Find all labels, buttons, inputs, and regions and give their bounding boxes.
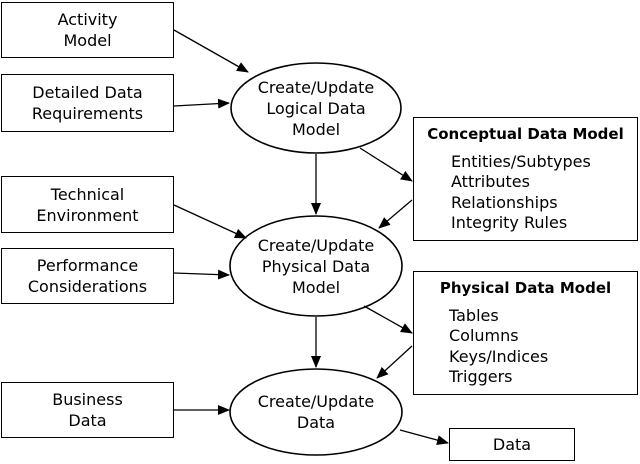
data-output-label: Data <box>492 435 532 454</box>
conceptual-data-model-items: Entities/Subtypes Attributes Relationshi… <box>414 152 637 234</box>
activity-model-box: Activity Model <box>1 2 174 58</box>
data-process-line-1: Create/Update <box>257 392 375 411</box>
data-process-ellipse <box>229 368 403 456</box>
logical-process-line-3: Model <box>291 119 341 139</box>
data-output-box: Data <box>449 428 575 461</box>
conceptual-item-relationships: Relationships <box>451 192 558 212</box>
physical-item-tables: Tables <box>449 305 499 325</box>
physical-item-keys-indices: Keys/Indices <box>449 346 549 366</box>
arrow-physical-to-physical-model <box>363 305 413 334</box>
physical-data-model-items: Tables Columns Keys/Indices Triggers <box>414 306 637 388</box>
activity-model-line-1: Activity <box>57 10 118 29</box>
conceptual-item-entities: Entities/Subtypes <box>451 151 591 171</box>
arrow-technical-to-physical <box>173 204 247 239</box>
data-process-line-2: Data <box>296 413 336 432</box>
arrow-conceptual-to-physical <box>378 199 413 229</box>
logical-process-ellipse <box>230 62 402 154</box>
business-data-line-1: Business <box>52 390 123 409</box>
performance-considerations-line-2: Considerations <box>27 277 148 296</box>
conceptual-item-attributes: Attributes <box>451 172 530 191</box>
performance-considerations-line-1: Performance <box>36 256 139 275</box>
activity-model-line-2: Model <box>63 31 112 50</box>
logical-process-line-1: Create/Update <box>257 77 375 97</box>
physical-data-model-box: Physical Data Model Tables Columns Keys/… <box>413 271 638 395</box>
technical-environment-box: Technical Environment <box>1 176 174 233</box>
physical-process-line-3: Model <box>291 277 341 297</box>
business-data-box: Business Data <box>1 382 174 438</box>
physical-process-label: Create/Update Physical Data Model <box>230 216 402 316</box>
conceptual-data-model-box: Conceptual Data Model Entities/Subtypes … <box>413 117 638 241</box>
detailed-data-requirements-line-2: Requirements <box>31 104 144 123</box>
arrow-logical-to-conceptual <box>359 147 413 182</box>
conceptual-data-model-title: Conceptual Data Model <box>427 125 624 143</box>
technical-environment-line-2: Environment <box>36 205 139 225</box>
physical-process-line-1: Create/Update <box>257 235 375 255</box>
technical-environment-line-1: Technical <box>50 184 125 204</box>
arrow-data-process-to-output <box>399 429 449 445</box>
conceptual-item-integrity-rules: Integrity Rules <box>451 213 568 232</box>
arrow-physical-model-to-data-process <box>376 345 413 379</box>
physical-process-line-2: Physical Data <box>261 256 371 276</box>
detailed-data-requirements-box: Detailed Data Requirements <box>1 74 174 132</box>
data-process-label: Create/Update Data <box>230 369 402 455</box>
physical-item-columns: Columns <box>449 326 519 345</box>
logical-process-line-2: Logical Data <box>266 98 366 118</box>
logical-process-label: Create/Update Logical Data Model <box>231 63 401 153</box>
arrow-requirements-to-logical <box>173 98 230 109</box>
physical-data-model-title: Physical Data Model <box>439 279 612 297</box>
physical-process-ellipse <box>229 215 403 317</box>
performance-considerations-box: Performance Considerations <box>1 248 174 304</box>
arrow-performance-to-physical <box>173 269 230 280</box>
business-data-line-2: Data <box>68 411 107 430</box>
detailed-data-requirements-line-1: Detailed Data <box>32 83 143 102</box>
arrow-activity-to-logical <box>173 29 249 73</box>
physical-item-triggers: Triggers <box>449 367 513 386</box>
